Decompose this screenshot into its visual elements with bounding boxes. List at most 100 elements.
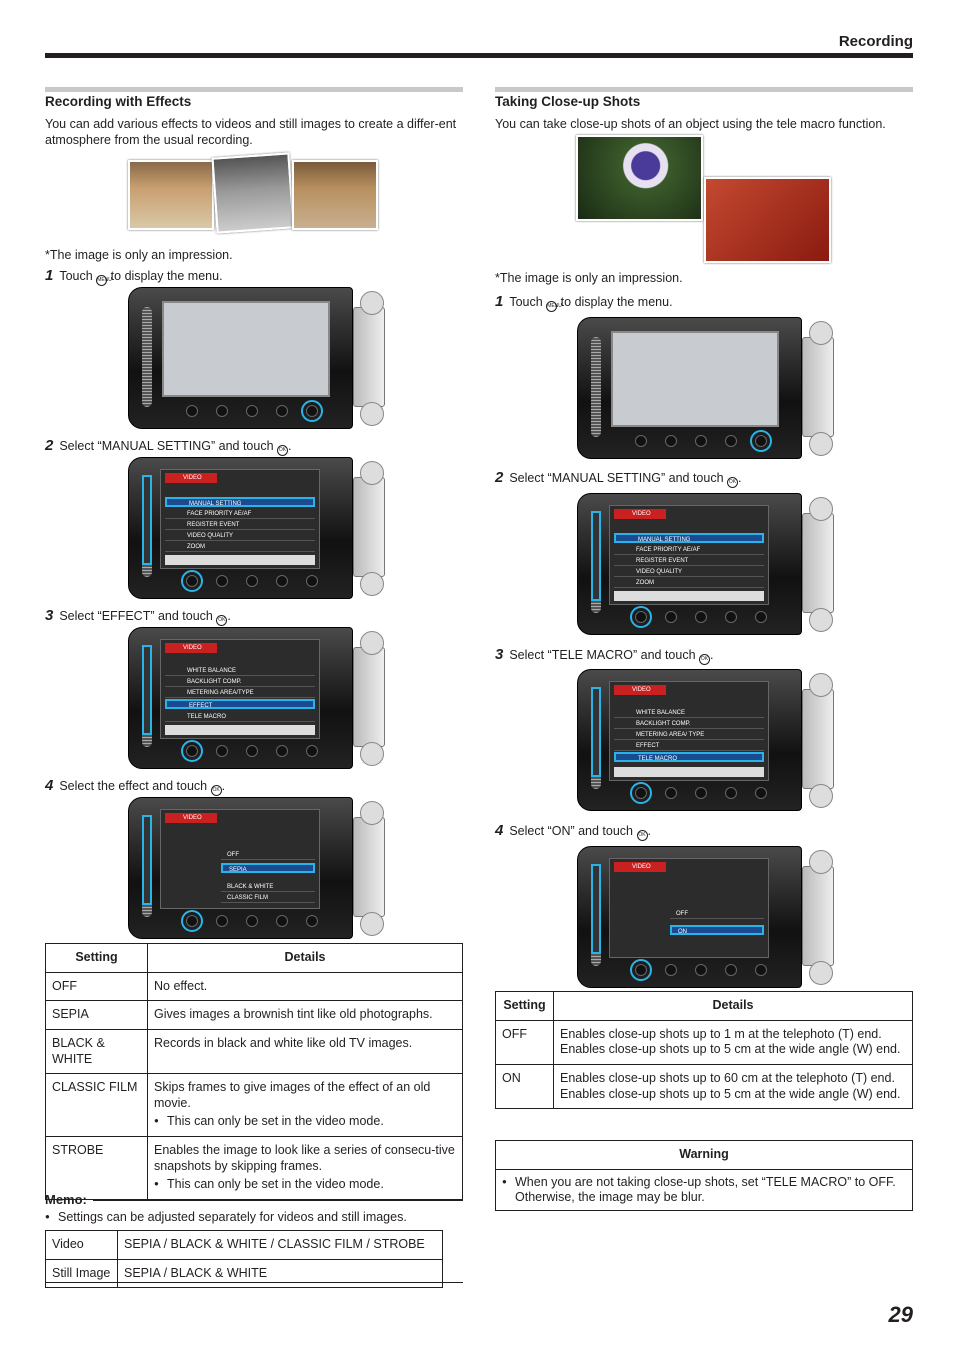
ok-icon: OK xyxy=(210,785,222,796)
step-text: Select the effect and touch xyxy=(59,779,208,793)
effect-photo-bw xyxy=(211,152,295,234)
section-title-effects: Recording with Effects xyxy=(45,94,192,109)
table-header: Setting xyxy=(495,991,554,1021)
memo-bullet: Settings can be adjusted separately for … xyxy=(45,1210,954,1226)
menu-tab: VIDEO xyxy=(165,813,217,823)
details-cell: Enables the image to look like a series … xyxy=(147,1136,463,1200)
details-bullet: This can only be set in the video mode. xyxy=(154,1114,456,1130)
details-cell: Skips frames to give images of the effec… xyxy=(147,1073,463,1137)
header-rule xyxy=(45,53,913,58)
menu-item: OFF xyxy=(670,909,764,919)
table-header: Details xyxy=(553,991,913,1021)
page-number: 29 xyxy=(888,1302,913,1327)
step-text: . xyxy=(647,824,651,838)
menu-item: REGISTER EVENT xyxy=(165,520,315,530)
details-cell: Enables close-up shots up to 60 cm at th… xyxy=(553,1063,913,1110)
menu-item: FACE PRIORITY AE/AF xyxy=(614,545,764,555)
step-text: Select “ON” and touch xyxy=(509,824,634,838)
camera-illustration-4-right: VIDEO OFF ON xyxy=(577,846,837,988)
closeup-intro: You can take close-up shots of an object… xyxy=(495,117,886,131)
step-number: 4 xyxy=(45,777,54,794)
memo-rule xyxy=(93,1200,463,1201)
step-number: 1 xyxy=(495,293,504,310)
step-text: Select “MANUAL SETTING” and touch xyxy=(59,439,274,453)
section-bar-left xyxy=(45,87,463,92)
step-text: Touch xyxy=(509,295,543,309)
menu-item: ON xyxy=(670,925,764,935)
effects-intro: You can add various effects to videos an… xyxy=(45,117,457,147)
ok-icon: OK xyxy=(636,830,648,841)
step-text: . xyxy=(738,471,742,485)
setting-cell: CLASSIC FILM xyxy=(45,1073,148,1137)
camera-illustration-1-left xyxy=(128,287,388,429)
step-text: Select “TELE MACRO” and touch xyxy=(509,648,696,662)
setting-cell: ON xyxy=(495,1063,554,1110)
details-text: Enables the image to look like a series … xyxy=(154,1143,455,1173)
menu-tab: VIDEO xyxy=(614,862,666,872)
menu-item: METERING AREA/TYPE xyxy=(165,688,315,698)
section-title-closeup: Taking Close-up Shots xyxy=(495,94,641,109)
values-cell: SEPIA / BLACK & WHITE / CLASSIC FILM / S… xyxy=(117,1230,443,1260)
menu-item: BLACK & WHITE xyxy=(221,882,315,892)
menu-item: VIDEO QUALITY xyxy=(614,567,764,577)
table-header: Setting xyxy=(45,943,148,973)
warning-title: Warning xyxy=(495,1140,913,1170)
mode-cell: Still Image xyxy=(45,1258,118,1289)
menu-item: WHITE BALANCE xyxy=(165,666,315,676)
closeup-photo-flower xyxy=(576,135,703,221)
camera-illustration-2-right: VIDEO MANUAL SETTING FACE PRIORITY AE/AF… xyxy=(577,493,837,635)
menu-tab: VIDEO xyxy=(165,473,217,483)
menu-item: BACKLIGHT COMP. xyxy=(614,719,764,729)
mode-cell: Video xyxy=(45,1230,118,1260)
menu-item: CLASSIC FILM xyxy=(221,893,315,903)
table-header: Details xyxy=(147,943,463,973)
step-text: to display the menu. xyxy=(560,295,673,309)
step-text: Select “EFFECT” and touch xyxy=(59,609,213,623)
step-number: 1 xyxy=(45,267,54,284)
warning-text: When you are not taking close-up shots, … xyxy=(502,1175,906,1206)
menu-item: MANUAL SETTING xyxy=(165,497,315,507)
menu-item: TELE MACRO xyxy=(614,752,764,762)
impression-note-left: *The image is only an impression. xyxy=(45,248,233,262)
effect-photo-sepia xyxy=(128,160,214,230)
step-text: Touch xyxy=(59,269,93,283)
closeup-photo-insect xyxy=(704,177,831,263)
warning-box: Warning When you are not taking close-up… xyxy=(495,1140,913,1211)
details-cell: Enables close-up shots up to 1 m at the … xyxy=(553,1019,913,1065)
setting-cell: STROBE xyxy=(45,1136,148,1200)
menu-item: EFFECT xyxy=(165,699,315,709)
step-text: . xyxy=(288,439,292,453)
menu-item: SEPIA xyxy=(221,863,315,873)
menu-tab: VIDEO xyxy=(614,685,666,695)
setting-cell: OFF xyxy=(495,1019,554,1065)
effect-photo-color xyxy=(292,160,378,230)
ok-icon: OK xyxy=(277,445,289,456)
camera-illustration-1-right xyxy=(577,317,837,459)
menu-item: FACE PRIORITY AE/AF xyxy=(165,509,315,519)
step-text: . xyxy=(227,609,231,623)
camera-illustration-3-left: VIDEO WHITE BALANCE BACKLIGHT COMP. METE… xyxy=(128,627,388,769)
menu-tab: VIDEO xyxy=(165,643,217,653)
menu-item: OFF xyxy=(221,850,315,860)
step-number: 3 xyxy=(495,646,504,663)
details-bullet: This can only be set in the video mode. xyxy=(154,1177,456,1193)
page-header-title: Recording xyxy=(838,33,913,50)
camera-illustration-2-left: VIDEO MANUAL SETTING FACE PRIORITY AE/AF… xyxy=(128,457,388,599)
camera-illustration-3-right: VIDEO WHITE BALANCE BACKLIGHT COMP. METE… xyxy=(577,669,837,811)
